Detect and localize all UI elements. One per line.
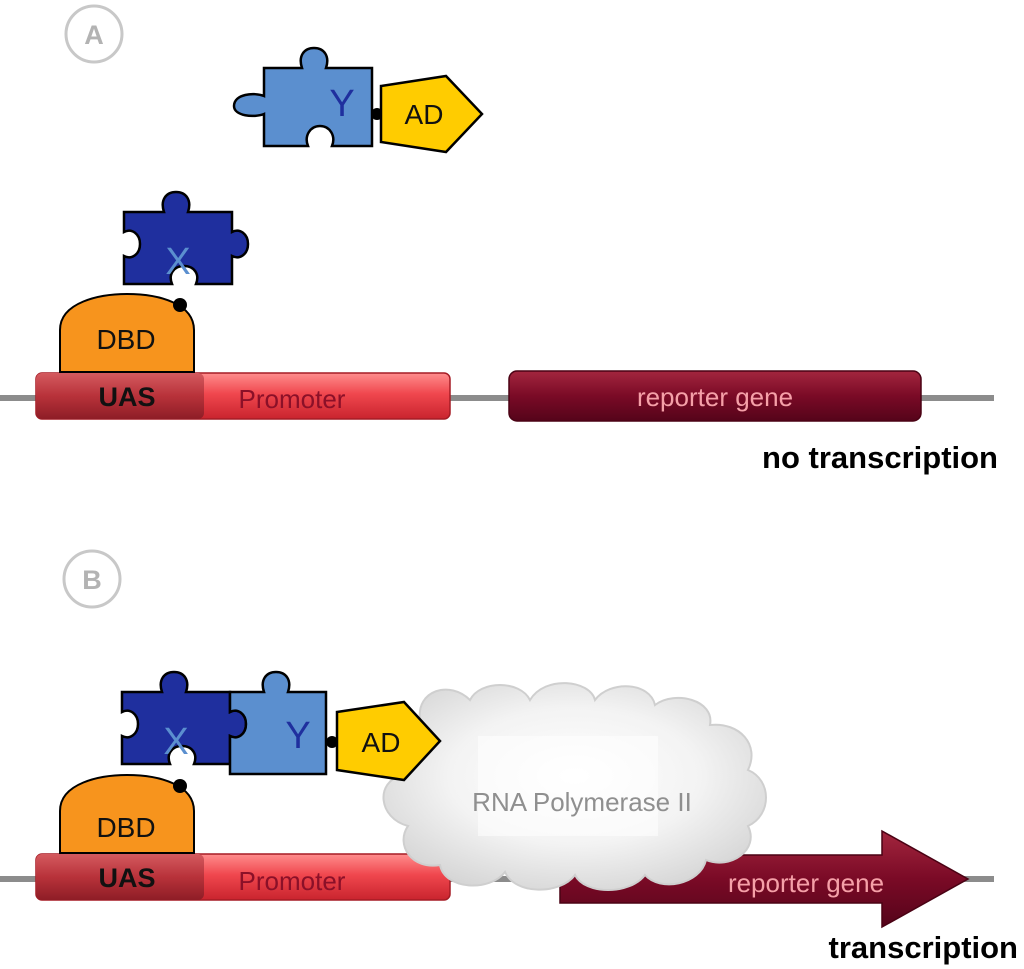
dbd-label-a: DBD (96, 324, 155, 355)
protein-y-b: Y (228, 670, 328, 776)
linker-b (173, 779, 187, 793)
uas-region-b (36, 854, 204, 900)
dbd-a: DBD (59, 292, 195, 373)
protein-x-label-a: X (165, 241, 190, 283)
promoter-a: UAS Promoter (35, 372, 451, 420)
uas-region-a (36, 373, 204, 419)
panel-a: A UAS Promoter reporter gene DBD X (0, 4, 998, 475)
ad-label-b: AD (362, 727, 401, 758)
promoter-b: UAS Promoter (35, 853, 451, 901)
uas-label-a: UAS (98, 382, 155, 412)
promoter-label-a: Promoter (239, 384, 346, 414)
polymerase-label: RNA Polymerase II (472, 787, 692, 817)
protein-y-a: Y (232, 46, 374, 148)
reporter-gene-a: reporter gene (508, 370, 922, 422)
uas-label-b: UAS (98, 863, 155, 893)
protein-x-a: X (122, 190, 250, 286)
dbd-label-b: DBD (96, 812, 155, 843)
protein-y-label-a: Y (329, 83, 354, 125)
svg-text:B: B (82, 565, 102, 595)
panel-a-badge: A (64, 4, 124, 64)
panel-b-badge: B (62, 549, 122, 609)
ad-b: AD (335, 700, 442, 782)
outcome-label-b: transcription (829, 930, 1018, 965)
protein-x-label-b: X (163, 721, 188, 763)
linker-y-ad-b (326, 736, 338, 748)
reporter-label-a: reporter gene (637, 382, 793, 412)
dbd-b: DBD (59, 773, 195, 854)
rna-polymerase-cloud: RNA Polymerase II (382, 682, 767, 891)
panel-b: B UAS Promoter reporter gene RNA Polymer… (0, 549, 1018, 965)
linker-a (173, 298, 187, 312)
protein-y-label-b: Y (285, 715, 310, 757)
ad-label-a: AD (405, 99, 444, 130)
outcome-label-a: no transcription (762, 440, 998, 475)
reporter-label-b: reporter gene (728, 868, 884, 898)
protein-x-b: X (120, 670, 248, 766)
ad-a: AD (379, 74, 484, 154)
svg-text:A: A (84, 20, 104, 50)
promoter-label-b: Promoter (239, 866, 346, 896)
